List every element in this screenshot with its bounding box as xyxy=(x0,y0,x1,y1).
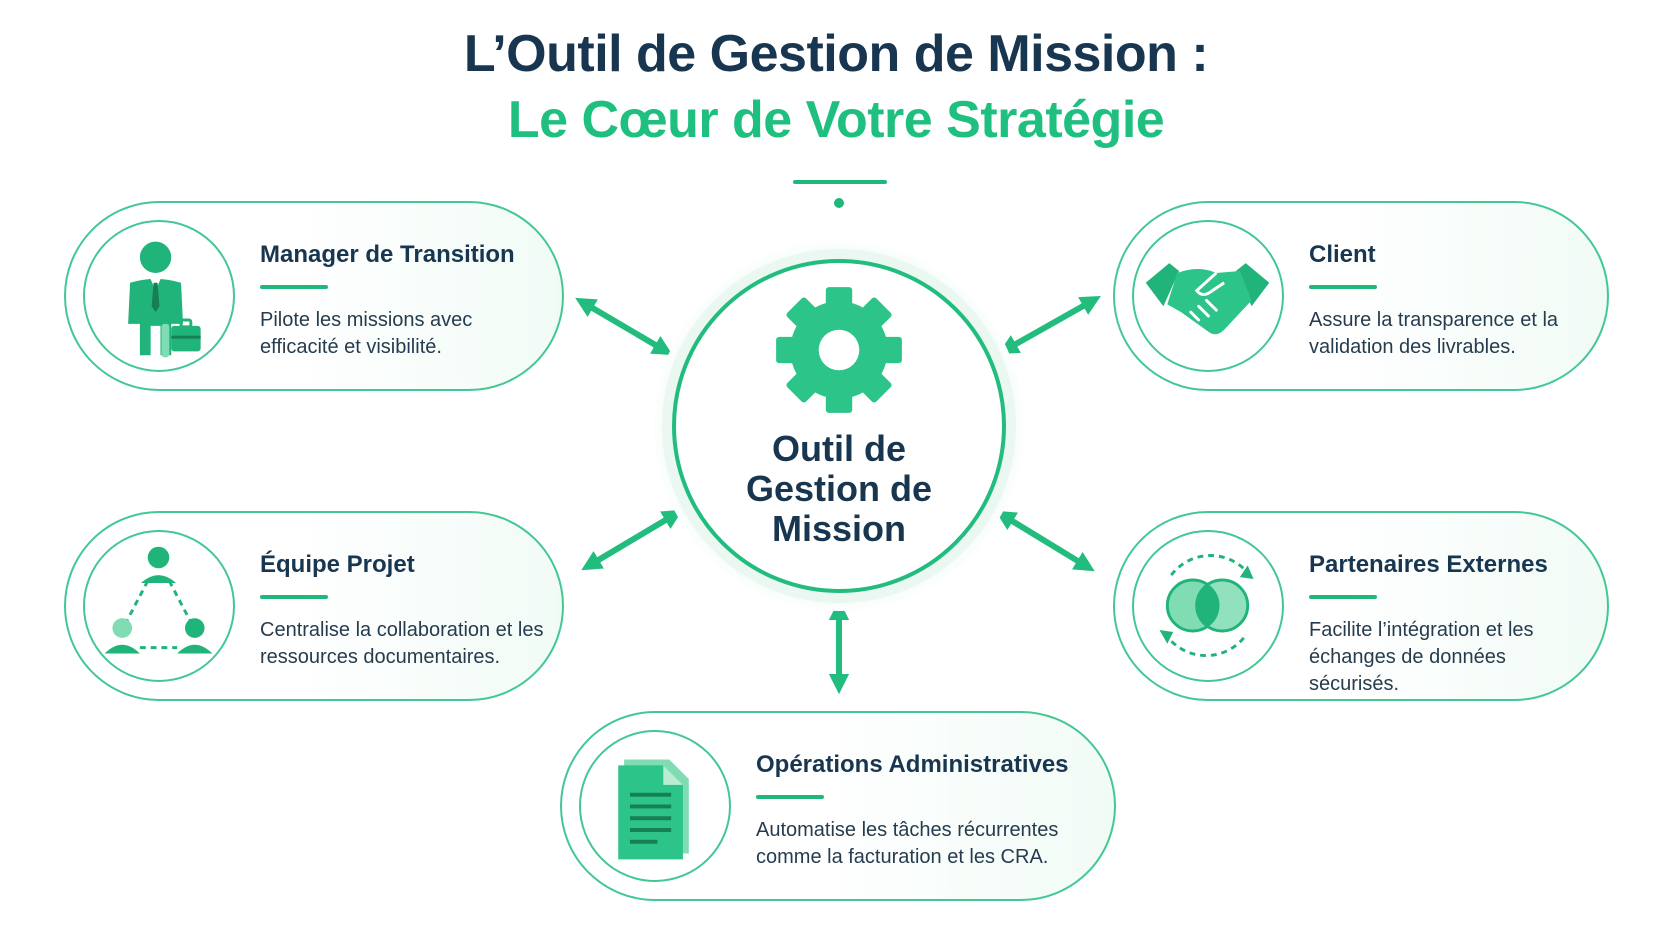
hub-label: Outil de Gestion de Mission xyxy=(676,429,1002,549)
card-manager-de-transition: Manager de Transition Pilote les mission… xyxy=(64,201,564,391)
integration-circles-icon xyxy=(1159,554,1254,657)
hub-label-line-1: Outil de xyxy=(772,428,906,469)
card-title-underline xyxy=(1309,595,1377,599)
card-description: Centralise la collaboration et les resso… xyxy=(260,619,544,668)
ops-icon-circle xyxy=(579,730,731,882)
equipe-icon-circle xyxy=(83,530,235,682)
card-description: Pilote les missions avec efficacité et v… xyxy=(260,309,473,358)
arrow-client xyxy=(998,295,1101,355)
card-partenaires-externes: Partenaires Externes Facilite l’intégrat… xyxy=(1113,511,1609,701)
card-title-underline xyxy=(260,285,328,289)
card-title-underline xyxy=(1309,285,1377,289)
card-operations-administratives: Opérations Administratives Automatise le… xyxy=(560,711,1116,901)
card-title: Opérations Administratives xyxy=(756,751,1069,778)
hub-circle: Outil de Gestion de Mission xyxy=(672,259,1006,593)
arrow-manager xyxy=(575,297,673,356)
arrow-partners xyxy=(995,510,1095,572)
partners-icon-circle xyxy=(1132,530,1284,682)
title-dot xyxy=(834,198,844,208)
team-network-icon xyxy=(104,546,213,654)
card-equipe-projet: Équipe Projet Centralise la collaboratio… xyxy=(64,511,564,701)
card-title: Partenaires Externes xyxy=(1309,551,1548,578)
manager-icon-circle xyxy=(83,220,235,372)
businessman-icon xyxy=(128,241,201,358)
card-title-underline xyxy=(756,795,824,799)
card-title-underline xyxy=(260,595,328,599)
title-line-1: L’Outil de Gestion de Mission : xyxy=(463,25,1209,83)
title-divider xyxy=(793,180,887,184)
card-title: Client xyxy=(1309,241,1376,268)
gear-icon xyxy=(776,287,902,413)
client-icon-circle xyxy=(1132,220,1284,372)
diagram-title: L’Outil de Gestion de Mission : Le Cœur … xyxy=(0,22,1672,152)
document-icon xyxy=(618,759,689,860)
handshake-icon xyxy=(1145,263,1270,335)
card-title: Équipe Projet xyxy=(260,551,415,578)
card-client: Client Assure la transparence et la vali… xyxy=(1113,201,1609,391)
title-line-2: Le Cœur de Votre Stratégie xyxy=(507,91,1165,149)
arrow-equipe xyxy=(581,509,683,571)
card-description: Facilite l’intégration et les échanges d… xyxy=(1309,619,1534,695)
hub-label-line-2: Gestion de xyxy=(745,468,933,509)
card-description: Assure la transparence et la validation … xyxy=(1309,309,1559,358)
card-title: Manager de Transition xyxy=(260,241,515,268)
card-description: Automatise les tâches récurrentes comme … xyxy=(756,819,1059,868)
hub-label-line-3: Mission xyxy=(771,508,906,549)
